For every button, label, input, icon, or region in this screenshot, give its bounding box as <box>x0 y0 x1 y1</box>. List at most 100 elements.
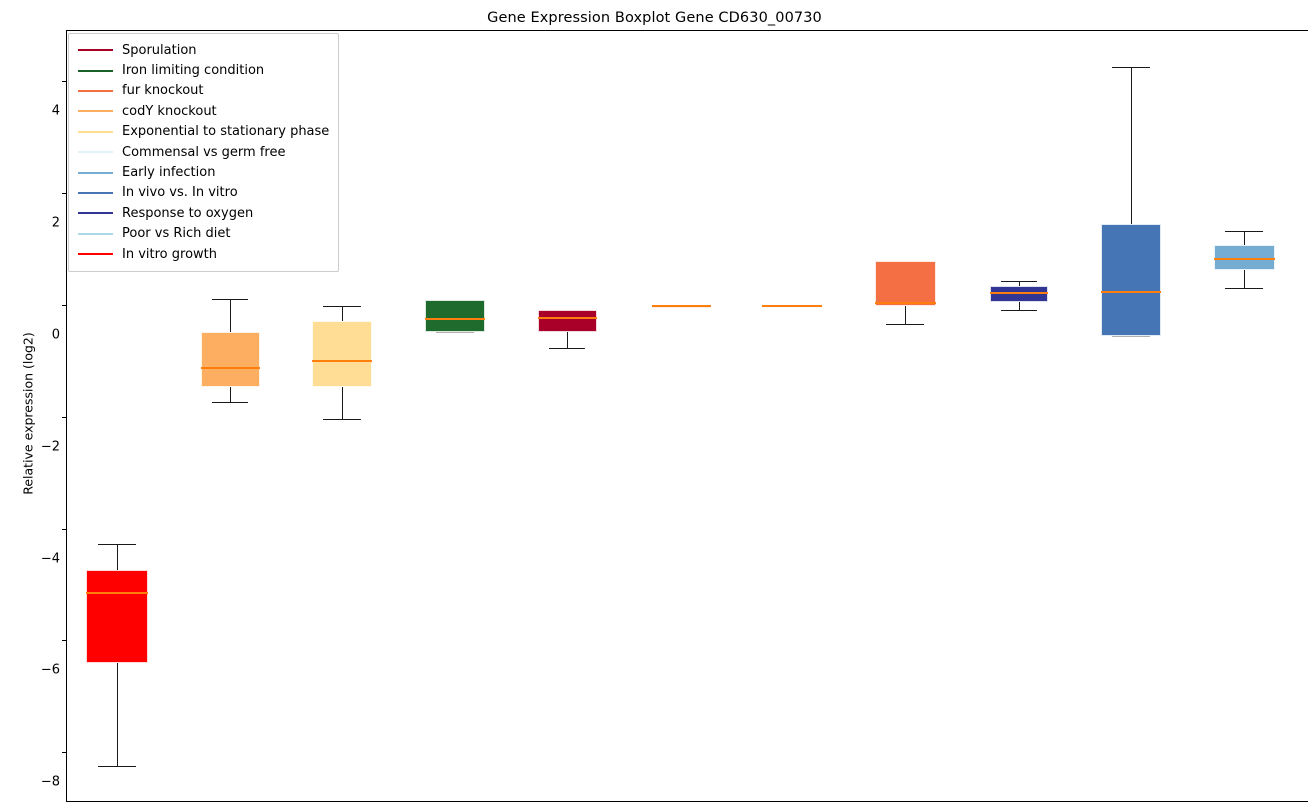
whisker-lower <box>1019 302 1020 311</box>
whisker-lower <box>905 306 906 324</box>
boxplot-box[interactable] <box>66 30 1309 803</box>
whisker-cap-lower <box>436 331 474 333</box>
box-rect[interactable] <box>1101 223 1161 336</box>
whisker-upper <box>117 544 118 570</box>
whisker-lower <box>117 662 118 767</box>
legend-item-label: Commensal vs germ free <box>122 144 286 160</box>
y-tick-label: −8 <box>40 774 60 790</box>
legend-item-label: Sporulation <box>122 42 197 58</box>
legend-item-label: fur knockout <box>122 83 204 99</box>
page-title: Gene Expression Boxplot Gene CD630_00730 <box>487 10 822 26</box>
whisker-upper <box>1019 280 1020 286</box>
legend-color-swatch <box>78 69 113 72</box>
legend-item-label: Exponential to stationary phase <box>122 124 330 140</box>
boxplot-box[interactable] <box>66 30 1309 803</box>
box-rect[interactable] <box>312 321 372 388</box>
box-rect[interactable] <box>537 310 597 332</box>
box-rect[interactable] <box>874 260 936 307</box>
whisker-cap-upper <box>1225 231 1263 233</box>
legend-item[interactable]: In vitro growth <box>78 244 329 264</box>
y-tick-mark <box>62 81 66 83</box>
whisker-cap-lower <box>97 766 137 768</box>
whisker-lower <box>567 331 568 349</box>
legend-item[interactable]: Response to oxygen <box>78 203 329 223</box>
whisker-cap-lower <box>548 348 586 350</box>
legend-item-label: Response to oxygen <box>122 205 254 221</box>
legend-item[interactable]: Commensal vs germ free <box>78 142 329 162</box>
y-tick-label: −6 <box>40 662 60 678</box>
boxplot-box[interactable] <box>66 30 1309 803</box>
legend-item-label: Poor vs Rich diet <box>122 226 231 242</box>
boxplot-box[interactable] <box>66 30 1309 803</box>
box-rect[interactable] <box>200 331 260 388</box>
median-line <box>990 292 1048 295</box>
legend-color-swatch <box>78 89 113 92</box>
y-tick-mark <box>62 305 66 306</box>
y-tick-label: 2 <box>51 215 60 231</box>
boxplot-box[interactable] <box>66 30 1309 803</box>
legend-item[interactable]: Iron limiting condition <box>78 60 329 80</box>
whisker-cap-upper <box>1112 66 1150 68</box>
legend-color-swatch <box>78 171 113 174</box>
legend-color-swatch <box>78 151 113 154</box>
median-line <box>874 301 936 304</box>
whisker-cap-upper <box>1001 280 1037 282</box>
y-tick-mark <box>62 528 66 530</box>
y-tick-mark <box>62 193 66 195</box>
median-line <box>200 367 260 370</box>
median-line <box>651 304 711 307</box>
legend-item[interactable]: Early infection <box>78 162 329 182</box>
whisker-cap-lower <box>211 401 249 403</box>
y-tick-label: 4 <box>51 103 60 119</box>
median-line <box>1213 258 1275 261</box>
whisker-lower <box>1244 269 1245 289</box>
y-tick-label: −4 <box>40 551 60 567</box>
median-line <box>86 591 148 594</box>
box-rect[interactable] <box>86 569 148 663</box>
legend-color-swatch <box>78 49 113 52</box>
legend-item-label: Iron limiting condition <box>122 63 265 79</box>
median-line <box>762 304 822 307</box>
y-axis-tick-labels: 4 2 0 −2 −4 −6 −8 <box>26 30 60 803</box>
legend-item[interactable]: In vivo vs. In vitro <box>78 183 329 203</box>
legend-item[interactable]: codY knockout <box>78 101 329 121</box>
legend-color-swatch <box>78 212 113 215</box>
boxplot-box[interactable] <box>66 30 1309 803</box>
y-tick-mark <box>62 640 66 642</box>
legend-item[interactable]: Sporulation <box>78 40 329 60</box>
boxplot-box[interactable] <box>66 30 1309 803</box>
whisker-cap-lower <box>1112 335 1150 337</box>
legend-item[interactable]: fur knockout <box>78 81 329 101</box>
axes-frame <box>66 30 1308 802</box>
y-tick-label: 0 <box>51 327 60 343</box>
legend-item-label: In vivo vs. In vitro <box>122 185 238 201</box>
legend-item-label: Early infection <box>122 165 216 181</box>
whisker-cap-lower <box>1001 310 1037 312</box>
whisker-cap-lower <box>323 419 361 421</box>
legend-color-swatch <box>78 110 113 113</box>
plot-area <box>62 30 1309 803</box>
whisker-lower <box>230 387 231 402</box>
median-line <box>425 317 485 320</box>
boxplot-box[interactable] <box>66 30 1309 803</box>
median-line <box>312 359 372 362</box>
legend-item[interactable]: Exponential to stationary phase <box>78 122 329 142</box>
legend-color-swatch <box>78 232 113 235</box>
boxplot-box[interactable] <box>66 30 1309 803</box>
y-tick-mark <box>62 416 66 418</box>
legend-color-swatch <box>78 130 113 133</box>
box-rect[interactable] <box>1213 245 1275 270</box>
boxplot-box[interactable] <box>66 30 1309 803</box>
whisker-upper <box>230 298 231 332</box>
whisker-cap-upper <box>211 298 249 300</box>
legend-color-swatch <box>78 253 113 256</box>
median-line <box>1101 291 1161 294</box>
y-tick-label: −2 <box>40 439 60 455</box>
whisker-upper <box>1131 66 1132 224</box>
legend-item[interactable]: Poor vs Rich diet <box>78 224 329 244</box>
boxplot-box[interactable] <box>66 30 1309 803</box>
box-rect[interactable] <box>425 299 485 332</box>
whisker-cap-upper <box>97 544 137 546</box>
whisker-cap-lower <box>886 324 924 325</box>
